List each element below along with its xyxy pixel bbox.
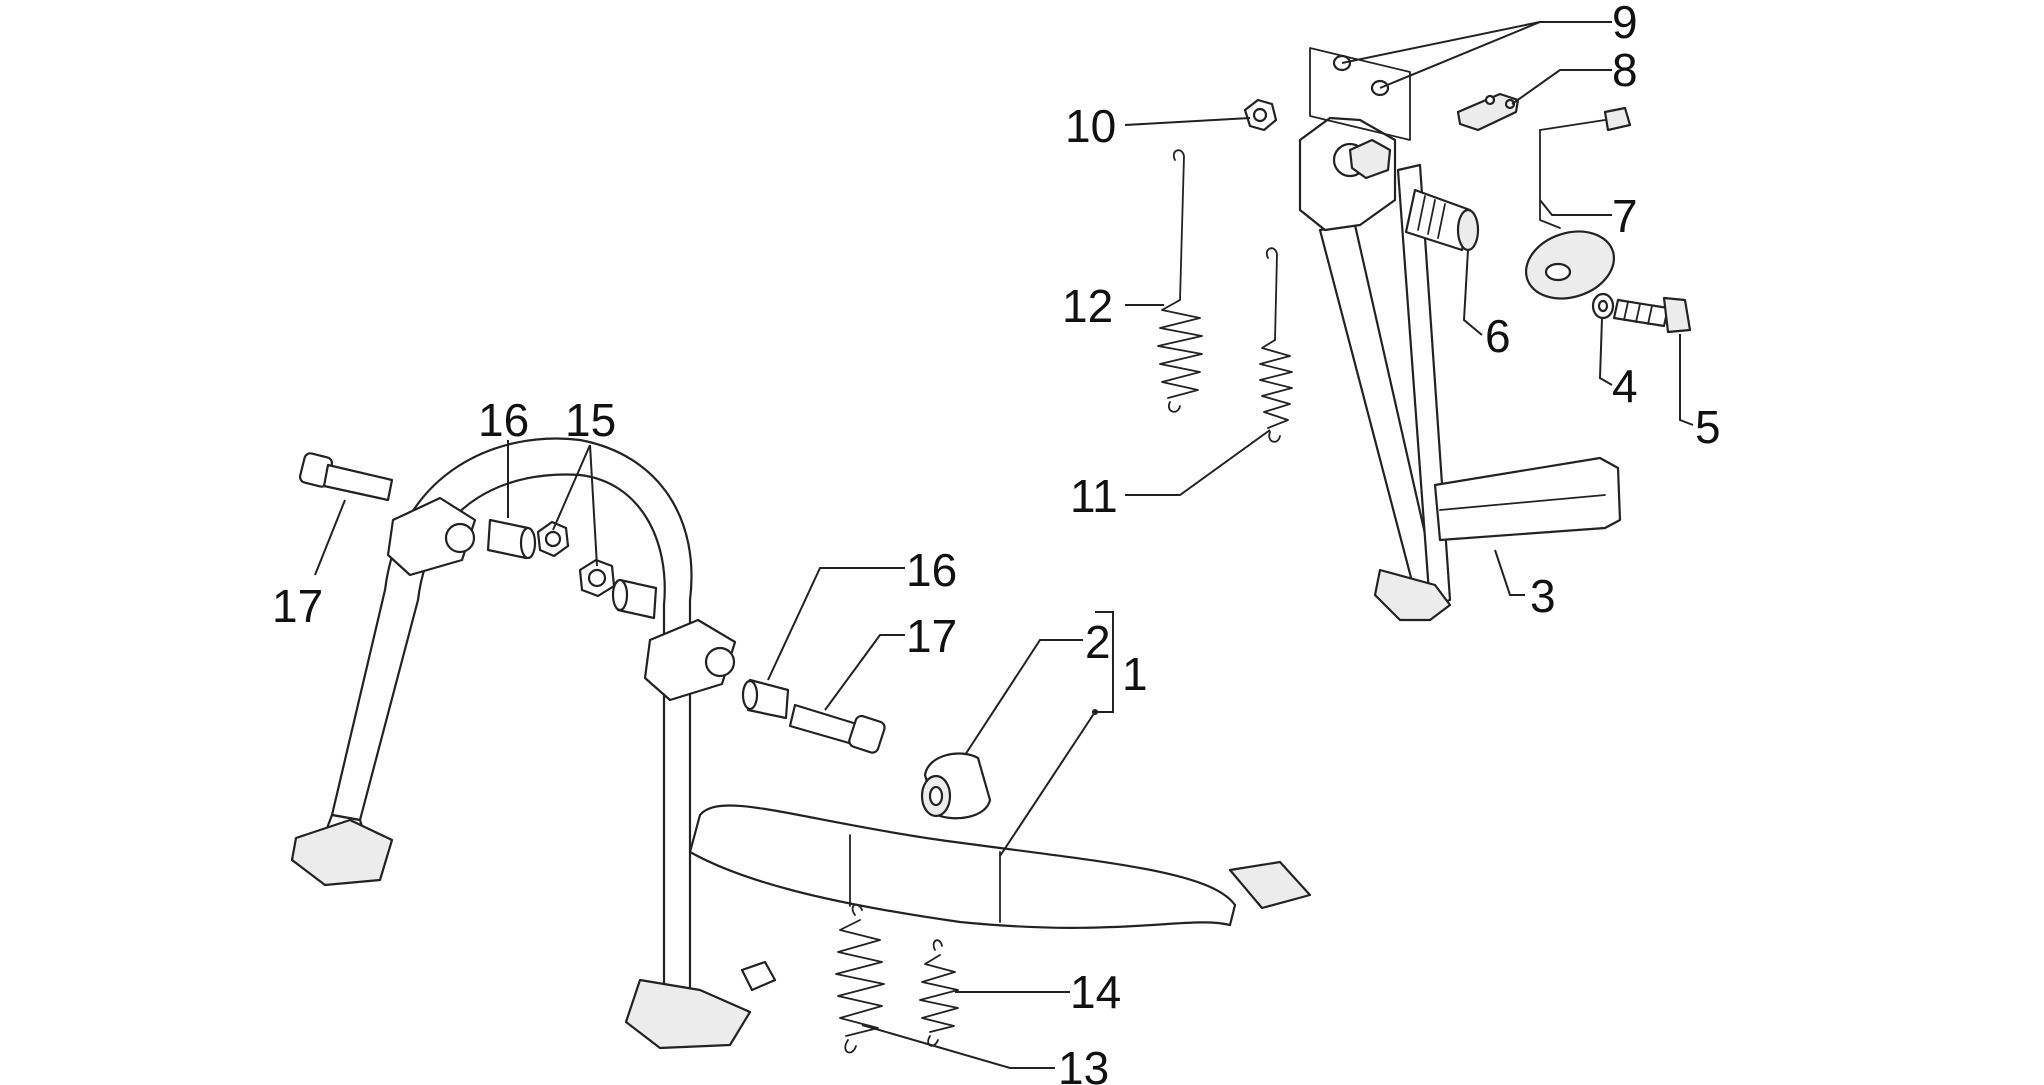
callout-3: 3 <box>1530 570 1556 622</box>
pivot-bolt-right <box>788 703 886 754</box>
callout-17-right: 17 <box>906 610 957 662</box>
side-stand <box>1298 116 1622 622</box>
callout-11: 11 <box>1070 470 1118 522</box>
callout-1: 1 <box>1122 648 1148 700</box>
bushing-right <box>741 678 790 720</box>
bushing-center <box>611 578 658 620</box>
side-stand-switch <box>1524 106 1632 300</box>
leader-lines <box>314 21 1694 1069</box>
spring-clip <box>1456 92 1520 132</box>
callout-12: 12 <box>1062 280 1113 332</box>
callout-16-right: 16 <box>906 544 957 596</box>
nut-10 <box>1243 98 1278 132</box>
callout-labels: 9 8 10 7 12 6 4 5 11 3 16 15 17 16 17 2 … <box>272 0 1721 1085</box>
callout-9: 9 <box>1612 0 1638 48</box>
spring-large <box>835 903 885 1054</box>
callout-7: 7 <box>1612 190 1638 242</box>
callout-2: 2 <box>1085 616 1111 668</box>
spring-small-lower <box>919 939 959 1047</box>
center-stand <box>290 437 1312 1050</box>
spacer-nut-upper <box>536 520 570 558</box>
rubber-buffer <box>920 752 992 820</box>
callout-10: 10 <box>1065 100 1116 152</box>
callout-14: 14 <box>1070 966 1121 1018</box>
callout-6: 6 <box>1485 310 1511 362</box>
callout-16-upper: 16 <box>478 394 529 446</box>
callout-13: 13 <box>1058 1042 1109 1085</box>
pivot-pin <box>1404 188 1480 252</box>
callout-17-left: 17 <box>272 580 323 632</box>
bolt-5 <box>1612 296 1692 334</box>
callout-4: 4 <box>1612 360 1638 412</box>
spring-upper-12 <box>1157 149 1203 413</box>
bushing-left <box>486 518 537 560</box>
spring-upper-11 <box>1259 247 1293 443</box>
pivot-bolt-left <box>298 452 394 502</box>
callout-5: 5 <box>1695 401 1721 453</box>
callout-8: 8 <box>1612 44 1638 96</box>
callout-15: 15 <box>565 394 616 446</box>
washer-4 <box>1591 292 1615 320</box>
